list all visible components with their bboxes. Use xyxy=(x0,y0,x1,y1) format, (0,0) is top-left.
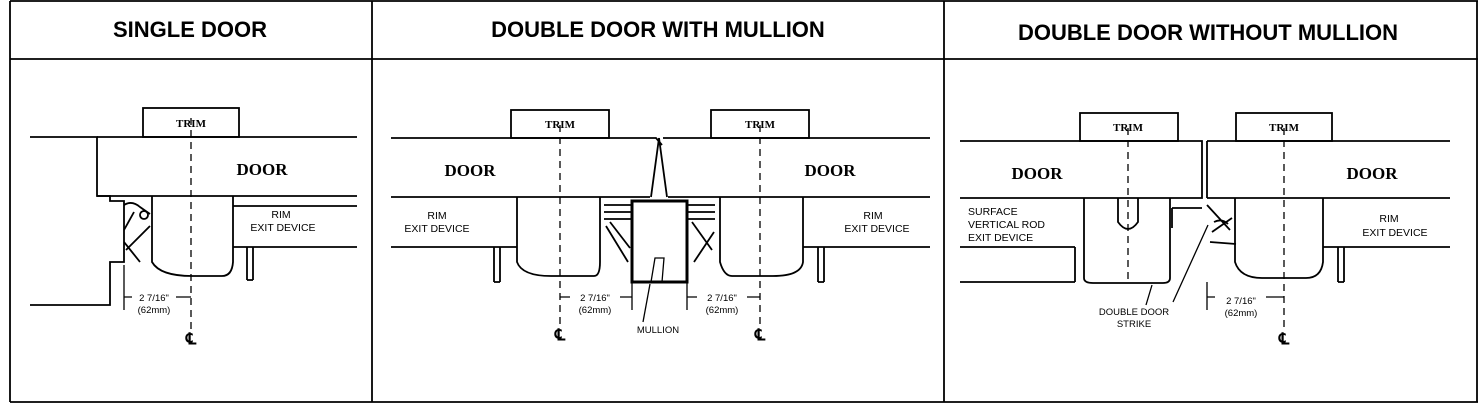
door-label-right: DOOR xyxy=(1347,164,1399,183)
trim-label-right: TRIM xyxy=(1269,122,1300,134)
exit-device-left xyxy=(516,197,601,277)
panel-title-double-without-mullion: DOUBLE DOOR WITHOUT MULLION xyxy=(1018,20,1398,45)
exit-device-left xyxy=(1083,198,1171,284)
centerline-symbol: ℄ xyxy=(185,331,197,348)
device-right-line-1: RIM xyxy=(1379,213,1398,225)
panel-double-without-mullion: TRIM TRIM DOOR DOOR SURFACE VERTICAL ROD… xyxy=(960,112,1450,348)
centerline-symbol-left: ℄ xyxy=(554,327,566,344)
device-label-line-1: RIM xyxy=(271,209,290,221)
device-left-line-1: RIM xyxy=(427,210,446,222)
door-slab-right xyxy=(663,137,930,198)
trim-label-left: TRIM xyxy=(545,119,576,131)
door-slab xyxy=(97,136,357,197)
door-label-left: DOOR xyxy=(445,161,497,180)
device-left-line-1: SURFACE xyxy=(968,206,1018,218)
strike-label-line-1: DOUBLE DOOR xyxy=(1099,307,1169,318)
trim-label-left: TRIM xyxy=(1113,122,1144,134)
device-right-line-2: EXIT DEVICE xyxy=(1362,227,1427,239)
device-right-line-2: EXIT DEVICE xyxy=(844,223,909,235)
trim-label-right: TRIM xyxy=(745,119,776,131)
panel-title-single-door: SINGLE DOOR xyxy=(113,17,267,42)
panel-title-double-with-mullion: DOUBLE DOOR WITH MULLION xyxy=(491,17,825,42)
panel-double-with-mullion: TRIM TRIM DOOR DOOR RIM EXIT DEVICE RIM … xyxy=(391,109,930,344)
exit-device-body xyxy=(151,196,234,277)
dim-left-line-1: 2 7/16" xyxy=(580,293,610,304)
door-label-left: DOOR xyxy=(1012,164,1064,183)
device-right-line-1: RIM xyxy=(863,210,882,222)
strike-label-line-2: STRIKE xyxy=(1117,319,1151,330)
trim-label: TRIM xyxy=(176,118,207,130)
dim-left-line-2: (62mm) xyxy=(579,305,612,316)
door-frame xyxy=(30,136,125,306)
panel-single-door: TRIM DOOR RIM EXIT DEVICE 2 7/16" (62mm)… xyxy=(30,107,357,348)
centerline-symbol: ℄ xyxy=(1278,331,1290,348)
dim-right-line-1: 2 7/16" xyxy=(707,293,737,304)
device-label-line-2: EXIT DEVICE xyxy=(250,222,315,234)
door-label-right: DOOR xyxy=(805,161,857,180)
centerline-symbol-right: ℄ xyxy=(754,327,766,344)
dim-right-line-2: (62mm) xyxy=(706,305,739,316)
door-label: DOOR xyxy=(237,160,289,179)
mullion-box xyxy=(630,199,689,284)
dimension-label-line-1: 2 7/16" xyxy=(139,293,169,304)
dimension-label-line-1: 2 7/16" xyxy=(1226,296,1256,307)
door-slab-left xyxy=(960,140,1203,199)
dimension-label-line-2: (62mm) xyxy=(1225,308,1258,319)
latch-bolt xyxy=(123,202,151,263)
door-slab-right xyxy=(1206,140,1450,199)
double-door-strike xyxy=(1171,207,1202,228)
table-frame xyxy=(9,0,1478,403)
mullion-label: MULLION xyxy=(637,325,679,336)
exit-device-right xyxy=(719,197,804,277)
device-left-line-3: EXIT DEVICE xyxy=(968,232,1033,244)
dimension-label-line-2: (62mm) xyxy=(138,305,171,316)
device-left-line-2: VERTICAL ROD xyxy=(968,219,1045,231)
device-left-line-2: EXIT DEVICE xyxy=(404,223,469,235)
